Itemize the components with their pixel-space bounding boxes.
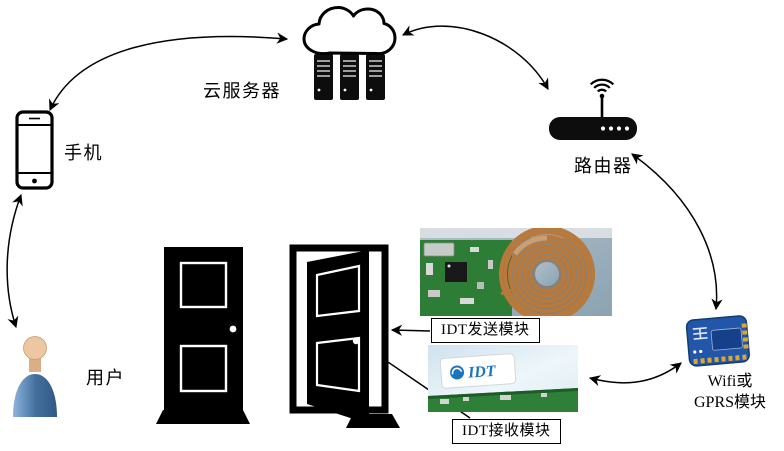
user-label: 用户 — [86, 368, 125, 388]
wifi-module-pins — [693, 323, 749, 365]
wifi-gprs-label-line2: GPRS模块 — [693, 394, 767, 411]
cloud-icon — [302, 6, 397, 56]
wifi-signal-icon — [589, 78, 615, 93]
user-head — [23, 336, 47, 360]
closed-door-base — [156, 410, 250, 424]
idt-tx-photo — [420, 228, 612, 316]
arrow-router-wifi — [631, 153, 723, 311]
idt-logo-text: IDT — [467, 363, 498, 382]
user-torso — [13, 374, 57, 417]
cloud-server-icon — [302, 6, 397, 100]
open-door — [289, 244, 400, 428]
user-neck — [29, 356, 41, 372]
router-icon — [549, 78, 637, 140]
router-label: 路由器 — [574, 156, 633, 176]
idt-rx-module-callout: IDT接收模块 — [452, 419, 561, 444]
closed-door — [156, 247, 250, 424]
cloud-server-label: 云服务器 — [203, 81, 281, 101]
arrow-phone-user — [6, 193, 23, 329]
arrow-wifi-rx-module — [588, 362, 682, 387]
open-door-handle — [352, 337, 360, 345]
closed-door-handle — [229, 325, 237, 333]
idt-tx-module-callout: IDT发送模块 — [431, 318, 540, 343]
idt-rx-photo: IDT — [428, 345, 578, 412]
wifi-module-shield — [710, 327, 743, 351]
callout-line-tx — [390, 324, 431, 336]
arrow-phone-cloud — [49, 32, 289, 112]
arrow-cloud-router — [401, 25, 549, 90]
wifi-antenna-trace — [692, 327, 708, 340]
wifi-gprs-module-label: Wifi或 GPRS模块 — [684, 371, 776, 413]
user-icon — [13, 336, 57, 417]
wifi-gprs-label-line1: Wifi或 — [707, 373, 753, 390]
phone-icon — [15, 110, 54, 190]
router-body — [549, 117, 637, 140]
wifi-module-photo — [685, 315, 750, 367]
phone-label: 手机 — [64, 143, 103, 163]
idt-logo-plate: IDT — [439, 353, 517, 389]
coil-icon — [499, 228, 595, 316]
router-led-dots — [600, 126, 630, 131]
server-racks-icon — [314, 54, 385, 100]
open-door-panel — [307, 250, 369, 424]
